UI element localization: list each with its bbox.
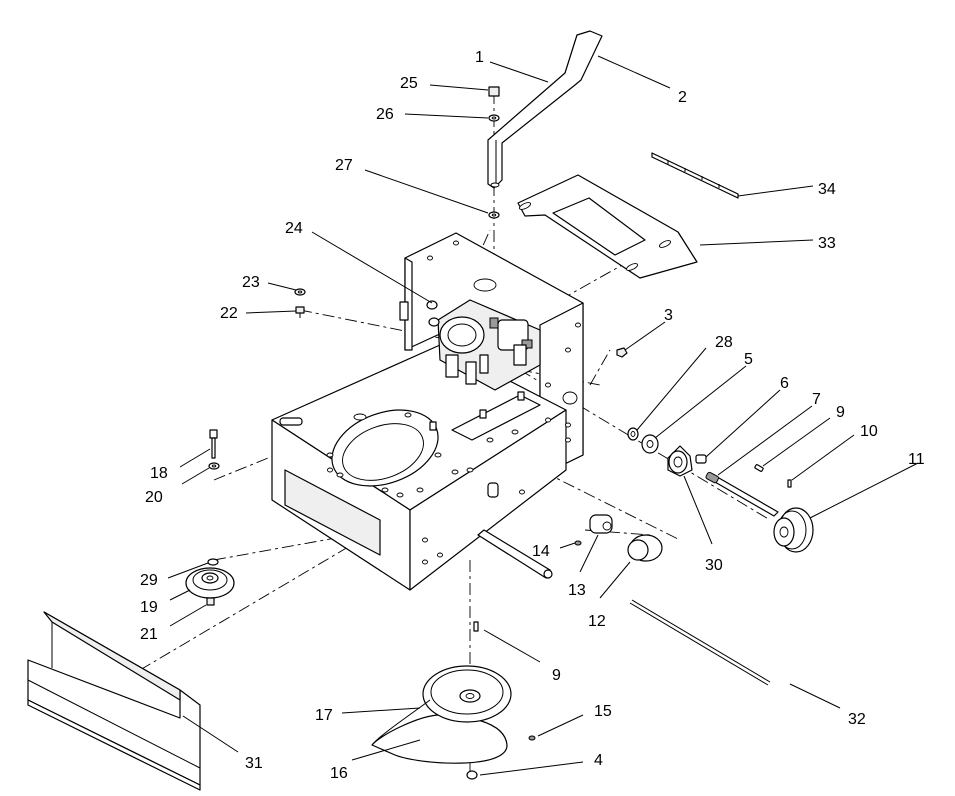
part-33-cover-plate bbox=[517, 174, 698, 279]
part-1-handle-lever bbox=[487, 30, 603, 189]
callout-9-lower: 9 bbox=[552, 667, 561, 684]
callout-1: 1 bbox=[475, 49, 484, 66]
shaft-assembly bbox=[627, 427, 814, 553]
callout-25: 25 bbox=[400, 75, 418, 92]
belt-pulley-16-17 bbox=[371, 665, 512, 764]
idler-pulley-19 bbox=[185, 558, 235, 606]
callout-28: 28 bbox=[715, 334, 733, 351]
parts-15-4 bbox=[466, 735, 536, 780]
parts-12-13-14 bbox=[574, 514, 663, 562]
callout-6: 6 bbox=[780, 375, 789, 392]
callout-29: 29 bbox=[140, 572, 158, 589]
callout-21: 21 bbox=[140, 626, 158, 643]
callout-15: 15 bbox=[594, 703, 612, 720]
callout-11: 11 bbox=[908, 451, 925, 468]
fasteners-25-26-27 bbox=[488, 86, 500, 219]
axle bbox=[477, 529, 553, 579]
callout-7: 7 bbox=[812, 391, 821, 408]
callout-26: 26 bbox=[376, 106, 394, 123]
callout-32: 32 bbox=[848, 711, 866, 728]
callout-3: 3 bbox=[664, 307, 673, 324]
part-3-nut bbox=[616, 347, 628, 358]
callout-31: 31 bbox=[245, 755, 263, 772]
callout-5: 5 bbox=[744, 351, 753, 368]
callout-12: 12 bbox=[588, 613, 606, 630]
part-24-transmission bbox=[399, 299, 541, 391]
callout-labels: 1 2 3 4 5 6 7 9 9 10 11 12 13 14 15 16 1… bbox=[140, 49, 925, 782]
main-frame bbox=[271, 232, 584, 591]
callout-10: 10 bbox=[860, 423, 878, 440]
part-9-key-lower bbox=[473, 621, 479, 632]
callout-18: 18 bbox=[150, 465, 168, 482]
callout-17: 17 bbox=[315, 707, 333, 724]
callout-16: 16 bbox=[330, 765, 348, 782]
part-32-rod bbox=[629, 599, 771, 686]
callout-24: 24 bbox=[285, 220, 303, 237]
callout-19: 19 bbox=[140, 599, 158, 616]
parts-18-20 bbox=[208, 429, 220, 470]
callout-33: 33 bbox=[818, 235, 836, 252]
part-34-bar bbox=[651, 152, 739, 199]
callout-4: 4 bbox=[594, 752, 603, 769]
callout-30: 30 bbox=[705, 557, 723, 574]
callout-2: 2 bbox=[678, 89, 687, 106]
leader-lines bbox=[167, 55, 919, 776]
part-31-guard bbox=[27, 611, 201, 791]
callout-23: 23 bbox=[242, 274, 260, 291]
callout-22: 22 bbox=[220, 305, 238, 322]
callout-20: 20 bbox=[145, 489, 163, 506]
callout-14: 14 bbox=[532, 543, 550, 560]
callout-34: 34 bbox=[818, 181, 836, 198]
callout-27: 27 bbox=[335, 157, 353, 174]
callout-13: 13 bbox=[568, 582, 586, 599]
callout-9-upper: 9 bbox=[836, 404, 845, 421]
fasteners-22-23 bbox=[294, 288, 306, 318]
